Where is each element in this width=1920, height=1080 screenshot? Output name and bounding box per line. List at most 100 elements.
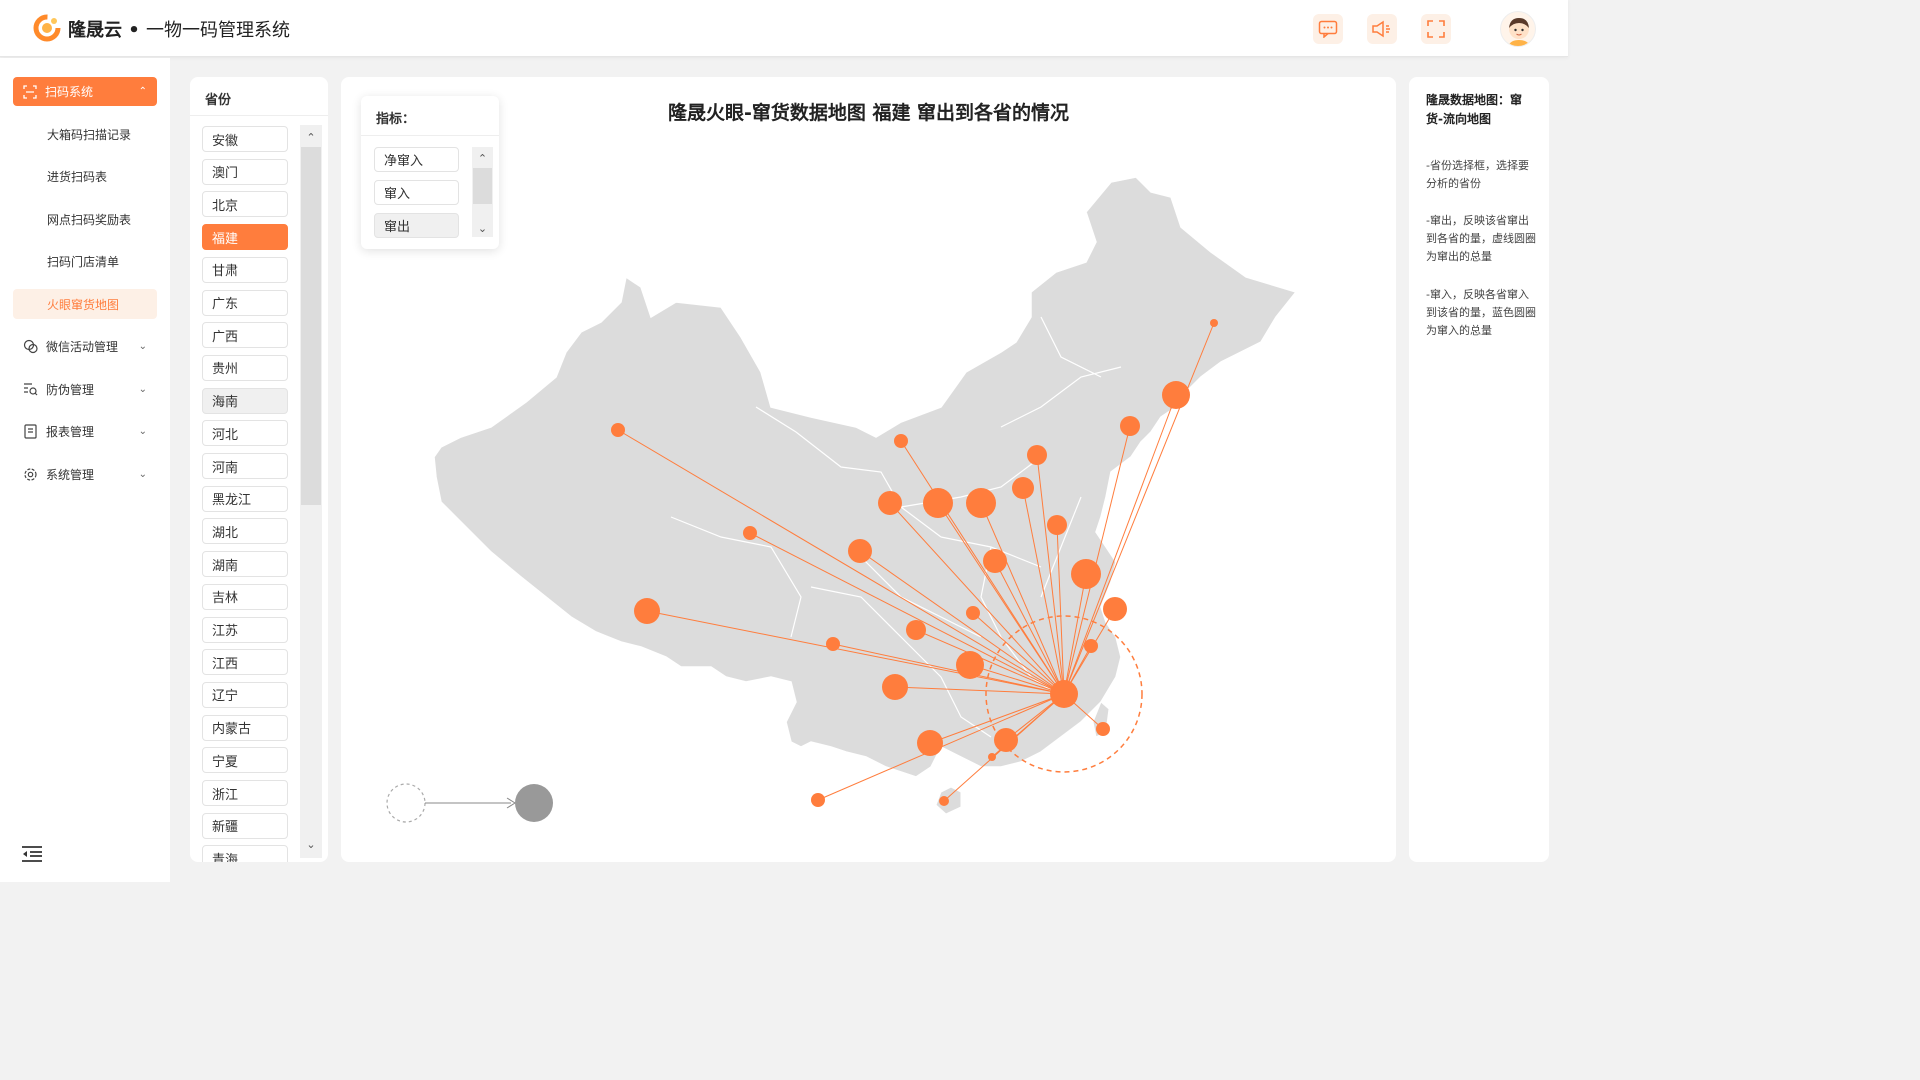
notification-button[interactable]	[1367, 14, 1397, 44]
gear-icon	[24, 467, 37, 481]
description-panel: 隆晟数据地图：窜货-流向地图 -省份选择框，选择要分析的省份 -窜出，反映该省窜…	[1409, 77, 1549, 862]
destination-dot[interactable]	[811, 793, 825, 807]
destination-dot[interactable]	[1096, 722, 1110, 736]
destination-dot[interactable]	[1012, 477, 1034, 499]
province-button[interactable]: 贵州	[202, 354, 288, 381]
destination-dot[interactable]	[1084, 639, 1098, 653]
flow-line	[972, 612, 1065, 695]
menu-anti-counterfeit[interactable]: 防伪管理⌄	[13, 374, 157, 404]
legend-dashed-circle	[386, 783, 426, 823]
flow-line	[646, 610, 1065, 695]
origin-dot-fujian[interactable]	[1050, 680, 1078, 708]
destination-dot[interactable]	[1162, 381, 1190, 409]
scroll-up-icon[interactable]: ⌃	[306, 130, 316, 144]
destination-dot[interactable]	[1027, 445, 1047, 465]
chevron-down-icon: ⌄	[138, 383, 147, 395]
province-button[interactable]: 广东	[202, 289, 288, 316]
province-button[interactable]: 澳门	[202, 158, 288, 185]
province-button[interactable]: 黑龙江	[202, 485, 288, 512]
chevron-down-icon: ⌄	[138, 425, 147, 437]
destination-dot[interactable]	[826, 637, 840, 651]
fullscreen-button[interactable]	[1421, 14, 1451, 44]
destination-dot[interactable]	[983, 549, 1007, 573]
menu-scan-system[interactable]: 扫码系统 ⌃	[13, 77, 157, 106]
destination-dot[interactable]	[917, 730, 943, 756]
collapse-menu-icon[interactable]	[21, 845, 43, 863]
destination-dot[interactable]	[634, 598, 660, 624]
province-button[interactable]: 吉林	[202, 583, 288, 610]
scroll-down-icon[interactable]: ⌄	[477, 221, 488, 235]
province-button[interactable]: 河北	[202, 420, 288, 447]
menu-wechat-activity[interactable]: 微信活动管理⌄	[13, 331, 157, 361]
metric-inflow-button[interactable]: 窜入	[374, 180, 459, 205]
destination-dot[interactable]	[611, 423, 625, 437]
avatar[interactable]	[1500, 11, 1536, 47]
destination-dot[interactable]	[956, 651, 984, 679]
flow-line	[1063, 322, 1215, 695]
flow-line	[915, 629, 1065, 695]
flow-line	[832, 643, 1065, 695]
destination-dot[interactable]	[988, 753, 996, 761]
destination-dot[interactable]	[743, 526, 757, 540]
destination-dot[interactable]	[923, 488, 953, 518]
province-button[interactable]: 河南	[202, 453, 288, 479]
destination-dot[interactable]	[1103, 597, 1127, 621]
sidebar-sub-item[interactable]: 扫码门店清单	[47, 254, 120, 269]
flow-line	[929, 693, 1065, 744]
sidebar-sub-item[interactable]: 进货扫码表	[47, 169, 108, 184]
sidebar-sub-item-selected[interactable]: 火眼窜货地图	[13, 289, 157, 319]
province-button[interactable]: 福建	[202, 224, 288, 251]
destination-dot[interactable]	[878, 491, 902, 515]
province-scroll-thumb[interactable]	[301, 147, 321, 505]
destination-dot[interactable]	[906, 620, 926, 640]
province-button[interactable]: 广西	[202, 322, 288, 349]
description-title: 隆晟数据地图：窜货-流向地图	[1426, 93, 1523, 126]
destination-dot[interactable]	[1071, 559, 1101, 589]
chevron-down-icon: ⌄	[138, 340, 147, 352]
province-button[interactable]: 青海	[202, 845, 288, 862]
province-button[interactable]: 湖北	[202, 518, 288, 545]
province-button[interactable]: 湖南	[202, 551, 288, 578]
destination-dot[interactable]	[894, 434, 908, 448]
province-button[interactable]: 海南	[202, 387, 288, 414]
fullscreen-icon	[1427, 20, 1445, 38]
menu-reports[interactable]: 报表管理⌄	[13, 416, 157, 446]
china-land	[433, 176, 1298, 815]
destination-dot[interactable]	[1047, 515, 1067, 535]
menu-system[interactable]: 系统管理⌄	[13, 459, 157, 489]
flow-line	[937, 502, 1065, 695]
destination-dot[interactable]	[1210, 319, 1218, 327]
province-button[interactable]: 新疆	[202, 812, 288, 839]
destination-dot[interactable]	[966, 606, 980, 620]
flow-line	[900, 440, 1065, 695]
scroll-down-icon[interactable]: ⌄	[306, 837, 316, 851]
province-title: 省份	[205, 93, 232, 108]
flow-line	[1022, 487, 1065, 695]
destination-dot[interactable]	[848, 539, 872, 563]
metric-scroll-thumb[interactable]	[473, 168, 492, 204]
flow-line	[1063, 573, 1087, 695]
destination-dot[interactable]	[994, 728, 1018, 752]
province-button[interactable]: 江苏	[202, 616, 288, 643]
destination-dot[interactable]	[1120, 416, 1140, 436]
province-button[interactable]: 辽宁	[202, 681, 288, 708]
province-button[interactable]: 江西	[202, 649, 288, 676]
china-flow-map[interactable]	[341, 77, 1396, 862]
province-button[interactable]: 安徽	[202, 126, 288, 152]
scroll-up-icon[interactable]: ⌃	[477, 151, 488, 165]
sidebar-sub-item[interactable]: 网点扫码奖励表	[47, 212, 132, 227]
province-button[interactable]: 浙江	[202, 780, 288, 806]
province-button[interactable]: 甘肃	[202, 256, 288, 283]
province-button[interactable]: 内蒙古	[202, 714, 288, 741]
top-header: 隆晟云 • 一物一码管理系统	[0, 0, 1568, 57]
destination-dot[interactable]	[882, 674, 908, 700]
province-button[interactable]: 北京	[202, 191, 288, 218]
destination-dot[interactable]	[966, 488, 996, 518]
metric-outflow-button[interactable]: 窜出	[374, 213, 459, 238]
flow-line	[980, 502, 1065, 695]
message-button[interactable]	[1313, 14, 1343, 44]
metric-net-inflow-button[interactable]: 净窜入	[374, 147, 459, 172]
sidebar-sub-item[interactable]: 大箱码扫描记录	[47, 127, 132, 142]
province-button[interactable]: 宁夏	[202, 747, 288, 774]
destination-dot[interactable]	[939, 796, 949, 806]
